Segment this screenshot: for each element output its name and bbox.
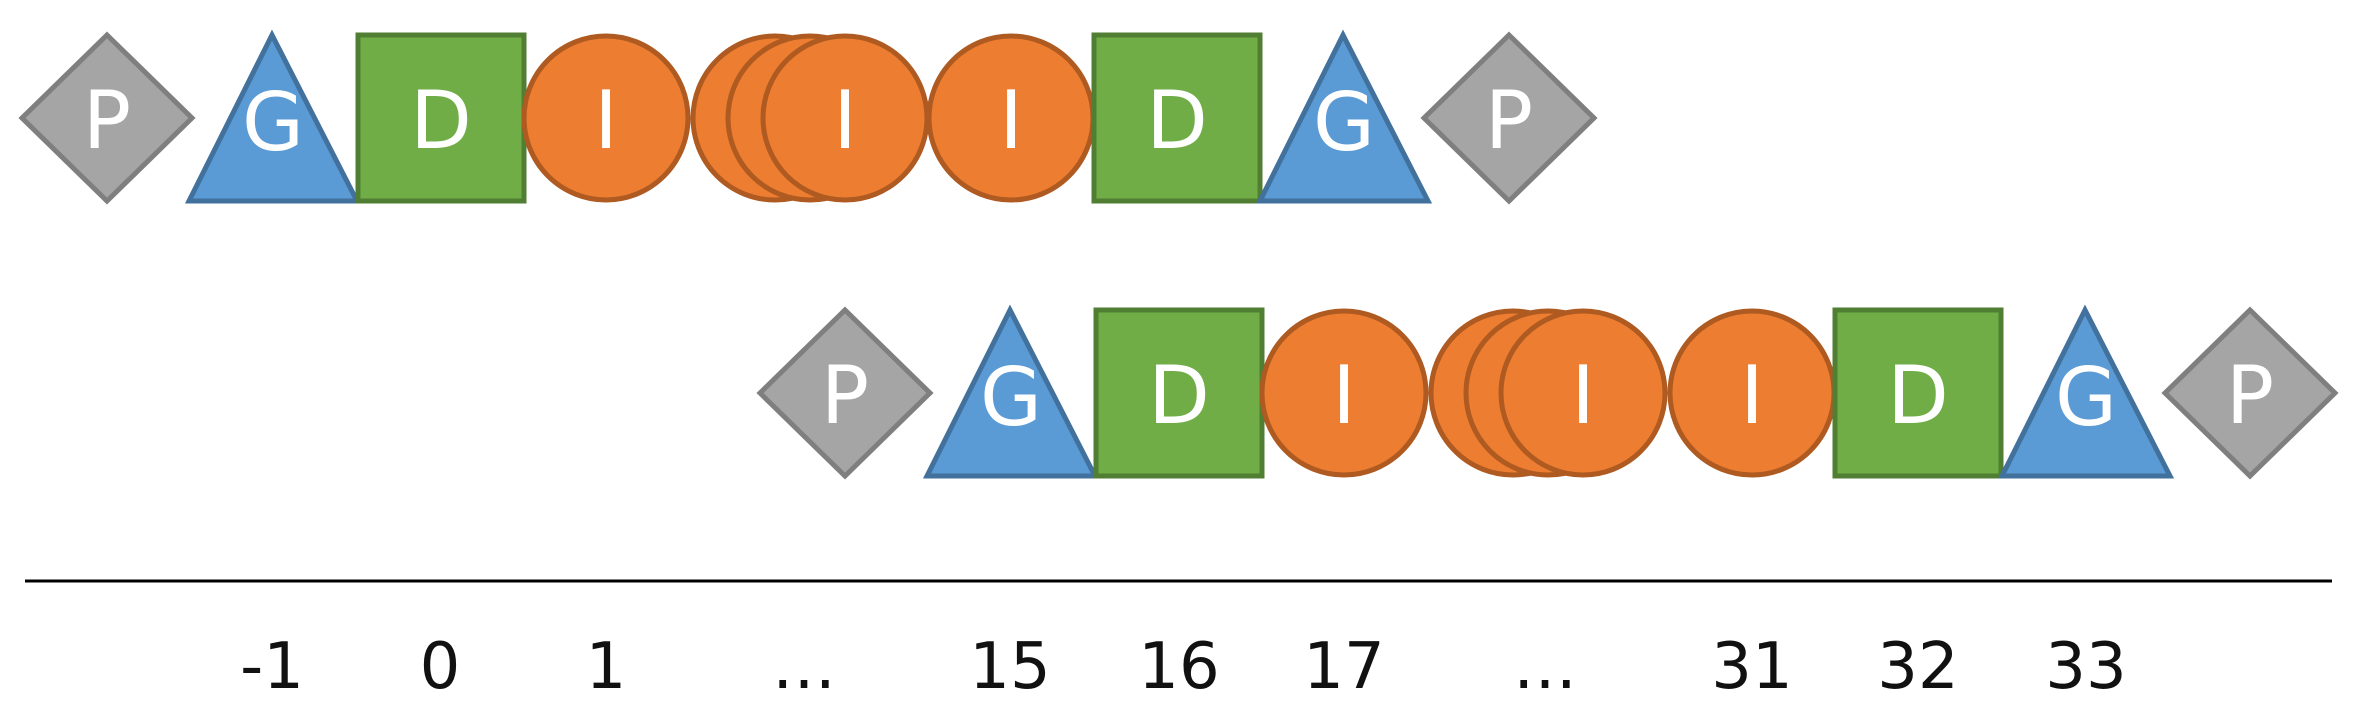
axis-label: 0	[420, 630, 461, 704]
pad-letter: P	[1485, 74, 1533, 167]
axis-label: …	[1513, 630, 1577, 704]
axis-label: 31	[1711, 630, 1792, 704]
item-shape-row2-stack-front	[1498, 308, 1668, 478]
axis-label: 17	[1303, 630, 1384, 704]
delimiter-shape-row2-left: D	[1093, 307, 1265, 479]
guard-shape-row1-left: G	[184, 29, 362, 204]
axis-label: …	[772, 630, 836, 704]
item-shape-row2-b: I	[1667, 308, 1837, 478]
item-letter: I	[1332, 349, 1356, 442]
axis-label: -1	[240, 630, 304, 704]
guard-shape-row2-left: G	[922, 304, 1100, 479]
delimiter-letter: D	[410, 74, 472, 167]
pad-shape-row2-left: P	[756, 306, 934, 480]
guard-shape-row2-right: G	[1997, 304, 2175, 479]
item-letter: I	[594, 74, 618, 167]
delimiter-letter: D	[1148, 349, 1210, 442]
item-shape-row2-a: I	[1259, 308, 1429, 478]
delimiter-shape-row2-right: D	[1832, 307, 2004, 479]
position-axis: -1 0 1 … 15 16 17 … 31 32 33	[25, 579, 2332, 704]
axis-label: 15	[969, 630, 1050, 704]
item-letter: I	[833, 74, 857, 167]
item-letter: I	[1571, 349, 1595, 442]
delimiter-shape-row1-left: D	[355, 32, 527, 204]
item-letter: I	[1740, 349, 1764, 442]
item-letter: I	[999, 74, 1023, 167]
axis-label: 33	[2045, 630, 2126, 704]
guard-shape-row1-right: G	[1255, 29, 1433, 204]
pad-shape-row1-left: P	[18, 31, 196, 205]
axis-label: 32	[1877, 630, 1958, 704]
guard-letter: G	[980, 351, 1042, 444]
guard-letter: G	[2055, 351, 2117, 444]
guard-letter: G	[1313, 76, 1375, 169]
delimiter-letter: D	[1887, 349, 1949, 442]
item-stack-row2: I	[1428, 308, 1668, 478]
item-shape-row1-a: I	[521, 33, 691, 203]
item-shape-row1-b: I	[926, 33, 1096, 203]
delimiter-shape-row1-right: D	[1091, 32, 1263, 204]
item-stack-row1: I	[690, 33, 930, 203]
pad-letter: P	[2226, 349, 2274, 442]
guard-letter: G	[242, 76, 304, 169]
pad-letter: P	[821, 349, 869, 442]
axis-label: 16	[1138, 630, 1219, 704]
row-1: P G D I I I D G	[18, 29, 1598, 205]
row-2: P G D I I I D G	[756, 304, 2339, 480]
axis-label: 1	[586, 630, 627, 704]
delimiter-letter: D	[1146, 74, 1208, 167]
pad-shape-row2-right: P	[2161, 306, 2339, 480]
pad-shape-row1-right: P	[1420, 31, 1598, 205]
pad-letter: P	[83, 74, 131, 167]
